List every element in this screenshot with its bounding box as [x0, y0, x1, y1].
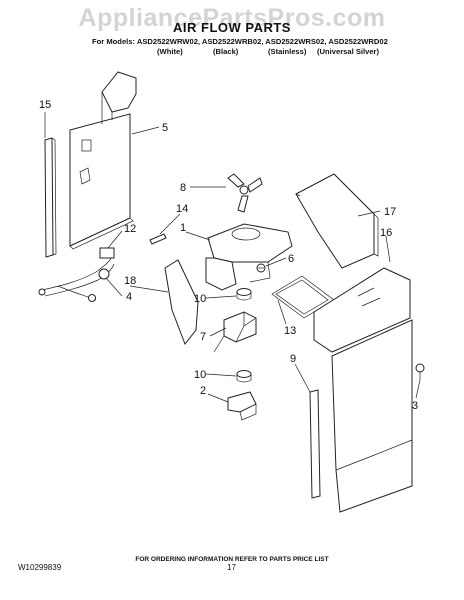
- callout-17: 17: [384, 206, 396, 218]
- watermark: AppliancePartsPros.com: [78, 4, 386, 32]
- models-line: For Models: ASD2522WRW02, ASD2522WRB02, …: [92, 37, 388, 46]
- variant-universal-silver: (Universal Silver): [317, 47, 380, 56]
- part-10-grommet-lower: [236, 370, 252, 383]
- leader-lines: [44, 112, 421, 403]
- callouts: 15 5 8 17 14 1 16 12 6 18 4 10 13 7 9 10…: [39, 99, 418, 412]
- callout-12: 12: [124, 223, 136, 235]
- callout-3: 3: [412, 400, 418, 412]
- part-9-strip: [309, 389, 321, 499]
- page-number: 17: [227, 563, 236, 572]
- part-14-connector: [149, 233, 167, 245]
- callout-6: 6: [288, 253, 294, 265]
- document-number: W10299839: [18, 563, 62, 572]
- callout-16: 16: [380, 227, 392, 239]
- callout-13: 13: [284, 325, 296, 337]
- callout-2: 2: [200, 385, 206, 397]
- part-2-motor-bracket: [227, 391, 257, 421]
- ordering-note: FOR ORDERING INFORMATION REFER TO PARTS …: [135, 556, 329, 563]
- callout-5: 5: [162, 122, 168, 134]
- part-17-rear-cover: [295, 173, 379, 269]
- callout-4: 4: [126, 291, 132, 303]
- variant-white: (White): [157, 47, 183, 56]
- callout-18: 18: [124, 275, 136, 287]
- callout-9: 9: [290, 353, 296, 365]
- callout-1: 1: [180, 222, 186, 234]
- part-12-4-wire-harness: [38, 247, 115, 302]
- part-3-screw: [415, 363, 425, 380]
- part-6-screw: [256, 263, 266, 273]
- callout-10-lower: 10: [194, 369, 206, 381]
- part-10-grommet-upper: [236, 288, 252, 301]
- callout-15: 15: [39, 99, 51, 111]
- lower-back-panel: [331, 319, 413, 513]
- part-5-duct-panel: [69, 71, 137, 250]
- variant-black: (Black): [213, 47, 239, 56]
- callout-7: 7: [200, 331, 206, 343]
- part-7-fan-motor: [213, 311, 257, 353]
- part-8-fan-blade: [227, 173, 263, 213]
- variant-stainless: (Stainless): [268, 47, 307, 56]
- part-18-baffle: [164, 259, 199, 346]
- part-1-fan-housing: [205, 223, 293, 291]
- callout-14: 14: [176, 203, 188, 215]
- part-15-strip: [44, 137, 57, 258]
- callout-8: 8: [180, 182, 186, 194]
- part-16-upper-panel: [313, 267, 411, 353]
- callout-10-upper: 10: [194, 293, 206, 305]
- page-title: AIR FLOW PARTS: [173, 20, 291, 35]
